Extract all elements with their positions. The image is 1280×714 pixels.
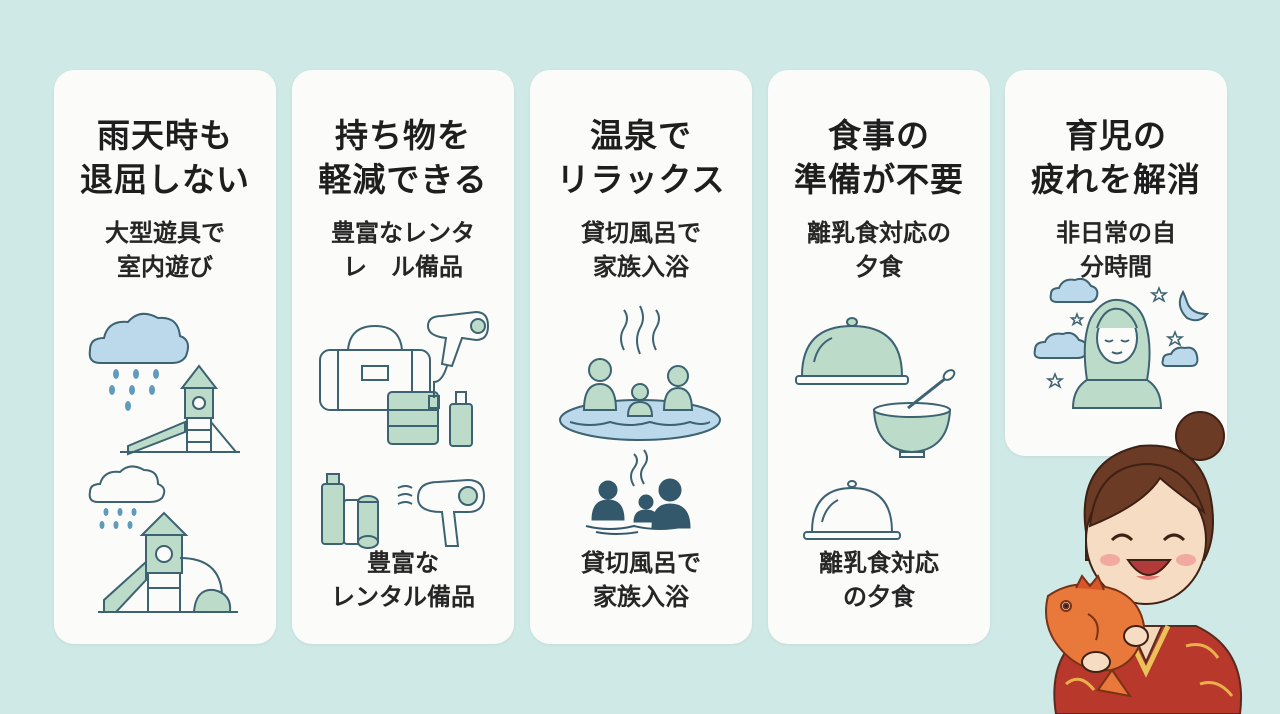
towel-icon [388, 392, 438, 444]
feature-card-rainy-day: 雨天時も 退屈しない 大型遊具で 室内遊び [54, 70, 276, 644]
kimono-girl-holding-sea-bream-icon [1045, 411, 1242, 714]
feature-card-parenting-relief: 育児の 疲れを解消 非日常の自 分時間 [1005, 70, 1227, 456]
cloud-icon [1035, 279, 1198, 366]
hot-spring-illustration [530, 70, 752, 644]
card-subtitle: 離乳食対応の 夕食 [807, 219, 951, 281]
card-caption: 離乳食対応 の夕食 [819, 549, 939, 611]
toiletries-icon [322, 474, 378, 548]
hair-bun [1175, 411, 1225, 461]
sea-bream-fish [1045, 574, 1146, 698]
feature-card-meals: 食事の 準備が不要 離乳食対応の 夕食 離乳食対応 の夕食 [768, 70, 990, 644]
steam-icon [621, 306, 659, 354]
food-cloche-icon [796, 318, 908, 384]
meal-illustration [768, 70, 990, 644]
rain-cloud-icon [90, 314, 188, 411]
moon-icon [1180, 292, 1207, 320]
rental-items-illustration [292, 70, 514, 644]
card-title: 雨天時も 退屈しない [80, 116, 250, 199]
relaxed-woman-icon [1073, 300, 1161, 408]
card-caption: 貸切風呂で 家族入浴 [581, 549, 701, 611]
card-caption: 豊富な レンタル備品 [331, 549, 475, 611]
rainy-playground-illustration [54, 70, 276, 644]
card-subtitle: 貸切風呂で 家族入浴 [581, 219, 701, 281]
card-title: 温泉で リラックス [556, 116, 726, 199]
playground-slide-icon [98, 513, 238, 612]
relaxation-illustration [1005, 70, 1227, 456]
hot-spring-family-icon [586, 479, 690, 534]
card-subtitle: 非日常の自 分時間 [1056, 219, 1176, 281]
shampoo-bottle-icon [450, 392, 472, 446]
card-subtitle: 大型遊具で 室内遊び [105, 219, 225, 281]
hair-dryer-icon [428, 312, 488, 408]
card-title: 食事の 準備が不要 [794, 116, 964, 199]
rain-cloud-icon [90, 466, 165, 529]
card-title: 育児の 疲れを解消 [1031, 116, 1201, 199]
card-subtitle: 豊富なレンタ レ ル備品 [331, 219, 475, 281]
hair-dryer-icon [398, 480, 484, 546]
girl-hands [1081, 625, 1149, 673]
feature-card-onsen: 温泉で リラックス 貸切風呂で 家族入浴 [530, 70, 752, 644]
card-title: 持ち物を 軽減できる [318, 116, 488, 199]
star-icon [1048, 288, 1182, 387]
steam-icon [631, 450, 647, 486]
girl-head [1083, 444, 1214, 605]
food-cloche-icon [804, 481, 900, 539]
feature-card-rental: 持ち物を 軽減できる 豊富なレンタ レ ル備品 [292, 70, 514, 644]
playground-slide-icon [120, 366, 240, 454]
hot-spring-family-icon [560, 359, 720, 440]
baby-food-bowl-icon [874, 368, 956, 457]
